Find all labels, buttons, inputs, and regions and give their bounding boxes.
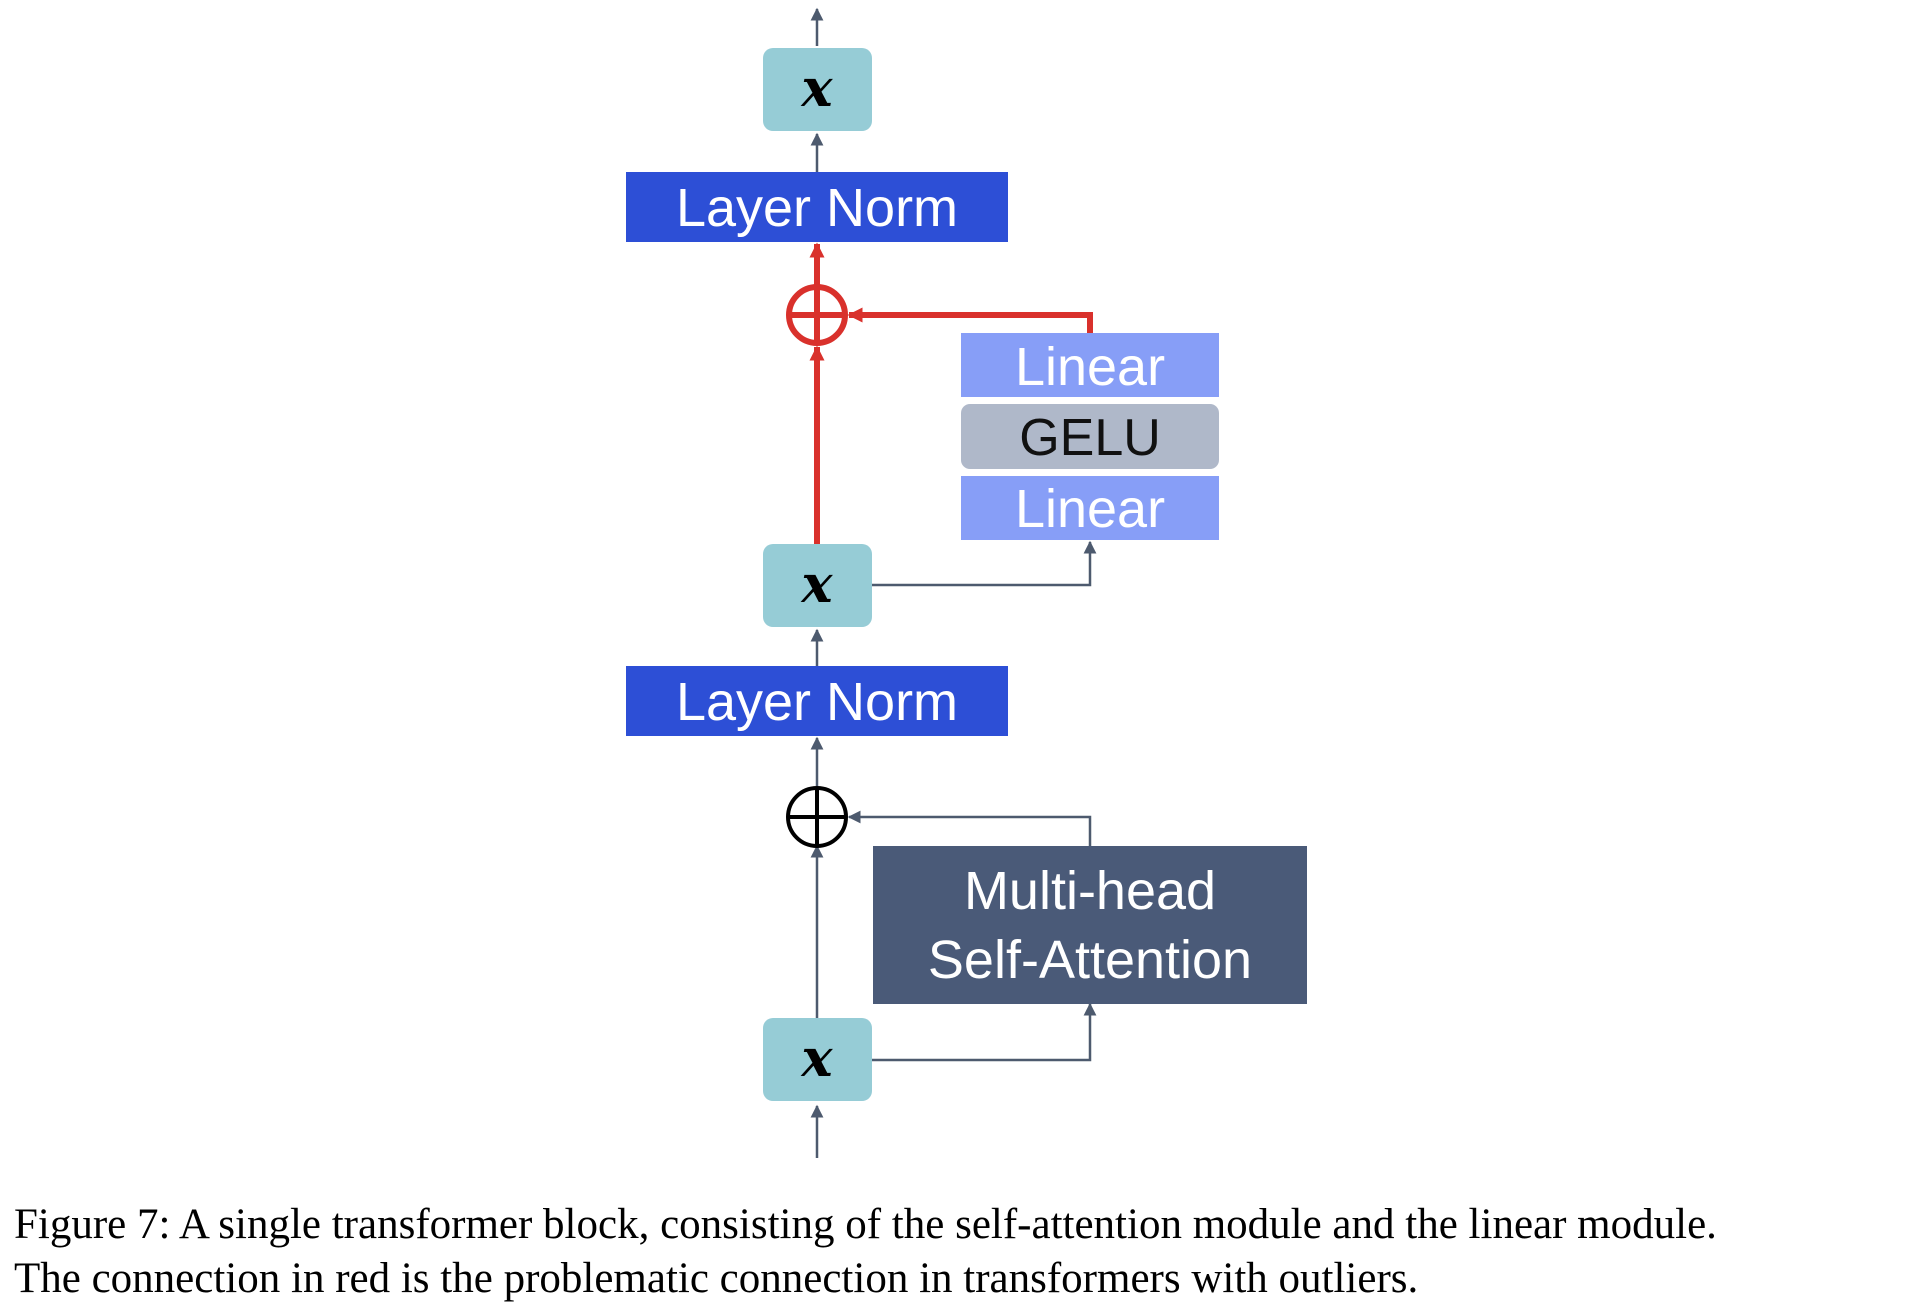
gelu-label: GELU [1019,409,1161,467]
x-node-top: x [763,48,872,131]
linear-lower: Linear [961,476,1219,540]
x-node-top-label: x [800,58,833,119]
linear-upper: Linear [961,333,1219,397]
attention-label-line1: Multi-head [964,861,1216,921]
attention-label-line2: Self-Attention [928,930,1252,990]
layer-norm-1-label: Layer Norm [676,672,958,732]
x-to-linear-arrow [872,540,1097,587]
figure-caption: Figure 7: A single transformer block, co… [14,1198,1924,1306]
linear-to-add-arrow-red [847,307,1093,333]
transformer-block-diagram: x Multi-head Self-Attention Layer Norm x… [626,7,1307,1158]
layer-norm-2: Layer Norm [626,172,1008,242]
gelu-block: GELU [961,404,1219,469]
layer-norm-2-label: Layer Norm [676,178,958,238]
add-node-2 [786,284,848,346]
layer-norm-1: Layer Norm [626,666,1008,736]
linear-upper-label: Linear [1015,337,1165,397]
attention-to-add-arrow [847,810,1092,846]
caption-line-2: The connection in red is the problematic… [14,1255,1419,1302]
x-node-bottom-label: x [800,1028,833,1089]
add-node-1 [786,786,848,848]
x-to-attention-arrow [872,1002,1097,1062]
linear-lower-label: Linear [1015,479,1165,539]
caption-line-1: Figure 7: A single transformer block, co… [14,1201,1717,1248]
attention-block: Multi-head Self-Attention [873,846,1307,1004]
x-node-middle: x [763,544,872,627]
x-node-bottom: x [763,1018,872,1101]
x-node-middle-label: x [800,554,833,615]
connectors [809,7,1097,1158]
